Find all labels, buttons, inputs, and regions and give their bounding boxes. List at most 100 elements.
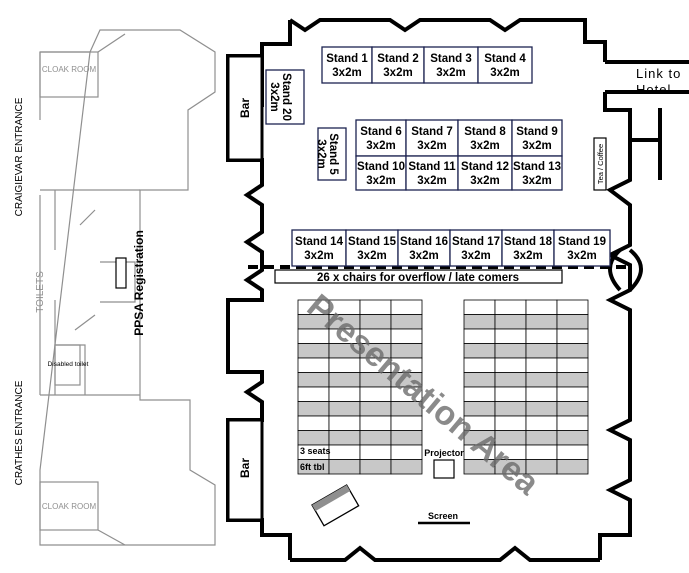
- table-cell: [525, 372, 558, 388]
- table-cell: [328, 459, 361, 475]
- overflow-chairs-label: 26 x chairs for overflow / late comers: [317, 272, 519, 284]
- stand-size: 3x2m: [470, 175, 499, 187]
- seats-label: 3 seats: [300, 446, 331, 456]
- stand-size: 3x2m: [366, 140, 395, 152]
- table-cell: [556, 314, 589, 330]
- stand-name: Stand 17: [452, 236, 500, 248]
- seat-cell: [525, 386, 558, 402]
- seat-cell: [359, 444, 392, 460]
- stand-size: 3x2m: [522, 175, 551, 187]
- stand-box: [477, 46, 533, 84]
- stand-12: Stand 12 3x2m: [457, 155, 513, 191]
- stand-name: Stand 6: [360, 126, 402, 138]
- table-cell: [359, 459, 392, 475]
- seat-cell: [525, 444, 558, 460]
- stand-box: [397, 229, 451, 267]
- table-cell: [359, 430, 392, 446]
- seating-grid-left: [297, 299, 423, 475]
- stand-box: [321, 46, 373, 84]
- presentation-seating: [297, 299, 589, 475]
- stand-name: Stand 16: [400, 236, 448, 248]
- table-cell: [494, 401, 527, 417]
- table-cell: [494, 314, 527, 330]
- seat-cell: [328, 415, 361, 431]
- stand-box: [405, 119, 459, 157]
- bar-counter-top: [226, 54, 264, 162]
- stand-size: 3x2m: [470, 140, 499, 152]
- stand-size: 3x2m: [383, 67, 412, 79]
- left-wing: [39, 29, 216, 546]
- seat-cell: [556, 328, 589, 344]
- disabled-toilet: [54, 344, 81, 386]
- stand-name: Stand 13: [513, 161, 561, 173]
- table-cell: [297, 430, 330, 446]
- table-label: 6ft tbl: [300, 462, 325, 472]
- seat-cell: [297, 357, 330, 373]
- stand-size: 3x2m: [461, 250, 490, 262]
- stand-size: 3x2m: [522, 140, 551, 152]
- stand-name: Stand 19: [558, 236, 606, 248]
- ppsa-registration-label: PPSA Registration: [132, 230, 146, 336]
- tea-coffee-label: Tea / Coffee: [596, 144, 605, 184]
- stand-size: 3x2m: [409, 250, 438, 262]
- stand-size: 3x2m: [304, 250, 333, 262]
- table-cell: [556, 401, 589, 417]
- left-wing-outline: [39, 29, 216, 546]
- seat-cell: [556, 415, 589, 431]
- seat-cell: [390, 328, 423, 344]
- angled-table: [311, 484, 360, 527]
- stand-name: Stand 3: [430, 53, 472, 65]
- seat-cell: [390, 299, 423, 315]
- stand-name: Stand 11: [408, 161, 456, 173]
- seat-cell: [328, 444, 361, 460]
- stand-size: 3x2m: [315, 139, 327, 168]
- table-cell: [556, 459, 589, 475]
- table-cell: [463, 314, 496, 330]
- stand-box: [553, 229, 611, 267]
- seat-cell: [525, 357, 558, 373]
- seat-cell: [525, 415, 558, 431]
- table-cell: [297, 372, 330, 388]
- table-cell: [328, 372, 361, 388]
- bar-bottom-label: Bar: [238, 458, 252, 478]
- link-to-hotel-label: Link to Hotel: [636, 66, 686, 97]
- stand-box: [423, 46, 479, 84]
- table-cell: [525, 401, 558, 417]
- stand-name: Stand 9: [516, 126, 558, 138]
- stand-box: [449, 229, 503, 267]
- screen-label: Screen: [428, 511, 458, 521]
- stand-box: [405, 155, 459, 191]
- table-cell: [390, 430, 423, 446]
- stand-size: 3x2m: [567, 250, 596, 262]
- stand-name: Stand 18: [504, 236, 553, 248]
- seat-cell: [359, 299, 392, 315]
- stand-17: Stand 17 3x2m: [449, 229, 503, 267]
- projector-label: Projector: [424, 448, 464, 458]
- seat-cell: [556, 386, 589, 402]
- stand-6: Stand 6 3x2m: [355, 119, 407, 157]
- table-cell: [494, 372, 527, 388]
- seat-cell: [359, 386, 392, 402]
- table-cell: [556, 343, 589, 359]
- bar-top-label: Bar: [238, 98, 252, 118]
- stand-size: 3x2m: [490, 67, 519, 79]
- seat-cell: [463, 299, 496, 315]
- seat-cell: [556, 299, 589, 315]
- seat-cell: [494, 299, 527, 315]
- craigievar-entrance-label: CRAIGIEVAR ENTRANCE: [14, 97, 25, 216]
- stand-name: Stand 12: [461, 161, 509, 173]
- seat-cell: [390, 444, 423, 460]
- seat-cell: [297, 386, 330, 402]
- crathes-entrance-label: CRATHES ENTRANCE: [14, 380, 25, 485]
- seat-cell: [463, 357, 496, 373]
- table-cell: [556, 430, 589, 446]
- cloak-room-top-label: CLOAK ROOM: [42, 65, 97, 74]
- stand-size: 3x2m: [366, 175, 395, 187]
